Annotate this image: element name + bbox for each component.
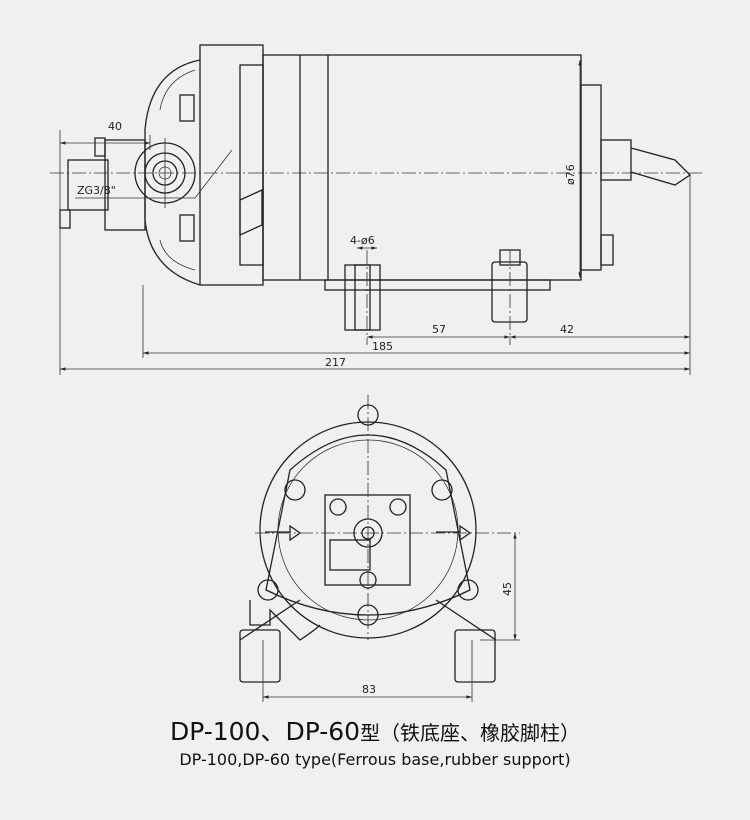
dim-42: 42 (560, 323, 574, 336)
dim-45: 45 (501, 582, 514, 596)
rubber-foot-right (491, 261, 528, 323)
ferrous-base (324, 279, 551, 291)
center-block (324, 494, 411, 586)
pump-head (144, 59, 201, 286)
motor-end-cap (580, 84, 602, 271)
caption-model: DP-100、DP-60 (169, 717, 361, 746)
dim-57: 57 (432, 323, 446, 336)
wire-leads (630, 147, 692, 186)
flow-arrow-in (265, 524, 302, 542)
dim-83: 83 (362, 683, 376, 696)
dim-40: 40 (108, 120, 122, 133)
front-foot-right (454, 629, 496, 683)
rubber-foot-left (344, 264, 381, 331)
inlet-port-body (104, 139, 146, 231)
flow-arrow-out (436, 524, 472, 542)
caption-type-cn: 型（铁底座、橡胶脚柱） (360, 721, 581, 745)
side-view: 40 ZG3/8" ø76 4-ø6 57 42 185 217 (50, 44, 705, 375)
port-thread-label: ZG3/8" (77, 184, 116, 197)
motor-body (262, 54, 582, 281)
pump-flange (199, 44, 264, 286)
front-view: 83 45 (239, 395, 520, 702)
caption-subtitle: DP-100,DP-60 type(Ferrous base,rubber su… (179, 750, 571, 769)
dim-diameter-76: ø76 (564, 164, 577, 185)
mounting-screws (257, 404, 479, 626)
dim-217: 217 (325, 356, 346, 369)
dim-holes: 4-ø6 (350, 234, 375, 247)
caption-title: DP-100、DP-60型（铁底座、橡胶脚柱） (0, 712, 750, 748)
front-foot-left (239, 629, 281, 683)
dim-185: 185 (372, 340, 393, 353)
